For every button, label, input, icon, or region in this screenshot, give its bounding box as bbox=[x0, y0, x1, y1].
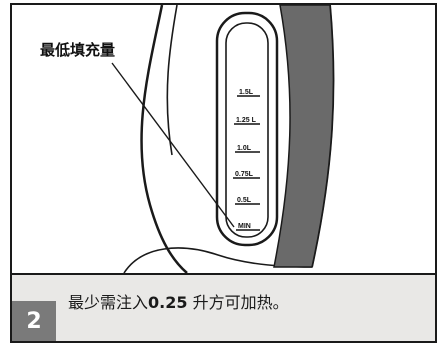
mark-1-25l: 1.25 L bbox=[236, 117, 257, 124]
mark-1-5l: 1.5L bbox=[239, 89, 254, 96]
instruction-caption: 2 最少需注入0.25 升方可加热。 bbox=[12, 273, 435, 341]
mark-0-75l: 0.75L bbox=[235, 171, 254, 178]
instruction-text: 最少需注入0.25 升方可加热。 bbox=[68, 289, 289, 313]
kettle-body-outline bbox=[140, 5, 188, 273]
mark-1-0l: 1.0L bbox=[237, 145, 252, 152]
instruction-panel: 1.5L 1.25 L 1.0L 0.75L 0.5L MIN 最低填充量 2 … bbox=[10, 3, 437, 343]
kettle-illustration: 1.5L 1.25 L 1.0L 0.75L 0.5L MIN 最低填充量 bbox=[12, 5, 435, 273]
instruction-amount: 0.25 bbox=[148, 293, 188, 312]
step-number-badge: 2 bbox=[12, 301, 56, 341]
mark-min: MIN bbox=[238, 223, 251, 230]
callout-leader-line bbox=[111, 62, 235, 228]
instruction-text-after: 升方可加热。 bbox=[187, 293, 289, 312]
water-level-marks: 1.5L 1.25 L 1.0L 0.75L 0.5L MIN bbox=[233, 89, 260, 231]
kettle-inner-outline bbox=[166, 5, 178, 156]
mark-0-5l: 0.5L bbox=[237, 197, 252, 204]
water-window-inner bbox=[225, 22, 269, 238]
callout-label: 最低填充量 bbox=[40, 41, 115, 59]
kettle-handle bbox=[273, 5, 335, 268]
instruction-text-before: 最少需注入 bbox=[68, 293, 149, 312]
